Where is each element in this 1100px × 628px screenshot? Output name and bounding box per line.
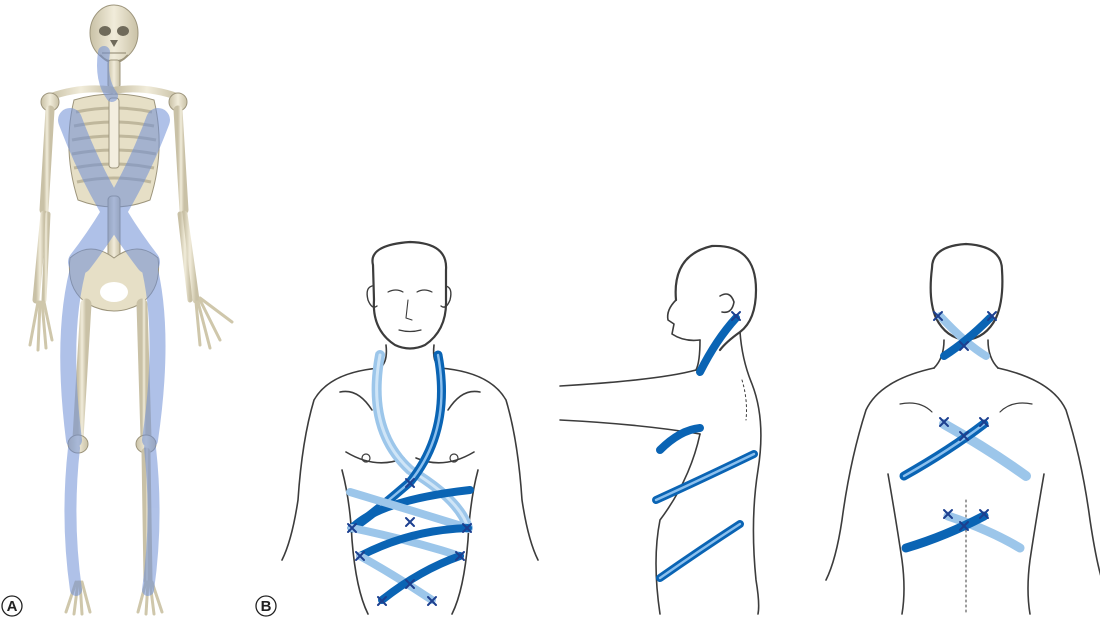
marker-x [405,517,415,527]
marker-x [355,551,365,561]
marker-x [377,596,387,606]
marker-x [347,523,357,533]
marker-x [979,509,989,519]
panel-label-a: A [1,595,23,617]
marker-x [943,509,953,519]
lateral-markers [731,311,741,321]
marker-x [939,417,949,427]
marker-x [731,311,741,321]
anterior-markers [347,478,472,606]
marker-x [959,341,969,351]
marker-x [987,311,997,321]
lateral-view [559,244,762,615]
marker-x [979,417,989,427]
posterior-view [825,242,1100,615]
lateral-spiral-bands [652,314,758,582]
panel-label-b: B [255,595,277,617]
marker-x [455,551,465,561]
anterior-spiral-bands [346,350,474,604]
spiral-line-overlay [58,46,170,596]
posterior-spiral-bands [899,312,1031,553]
marker-x [427,596,437,606]
skeleton-illustration [28,4,234,616]
marker-x [405,579,415,589]
marker-x [959,431,969,441]
panel-label-a-text: A [7,598,18,615]
marker-x [405,478,415,488]
anterior-view [281,240,539,615]
posterior-markers [933,311,997,531]
panel-label-b-text: B [261,598,272,615]
marker-x [933,311,943,321]
marker-x [462,523,472,533]
marker-x [959,521,969,531]
